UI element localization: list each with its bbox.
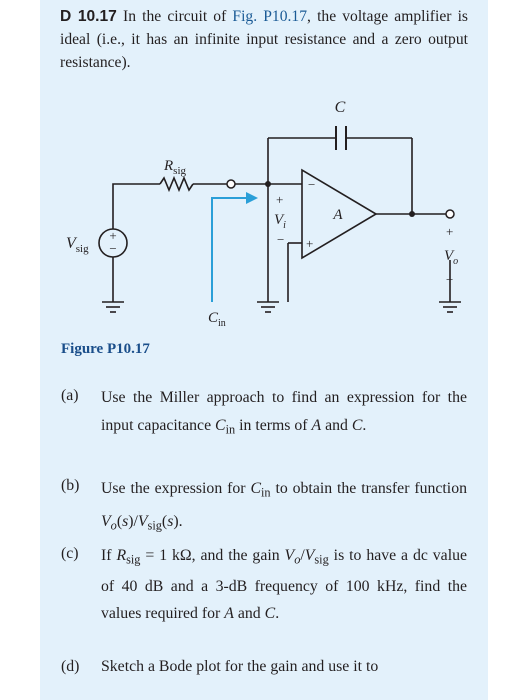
node-dot-output <box>409 211 415 217</box>
part-c-text: If Rsig = 1 kΩ, and the gain Vo/Vsig is … <box>101 547 467 623</box>
vo-plus-label: + <box>446 224 453 239</box>
part-c-label: (c) <box>61 545 79 562</box>
vi-plus-label: + <box>276 192 283 207</box>
problem-text-1: In the circuit of <box>116 8 233 25</box>
cin-label: Cin <box>208 310 226 329</box>
ground-symbol-output <box>439 301 461 313</box>
cin-arrow <box>211 197 254 302</box>
vi-minus-label: − <box>277 232 284 247</box>
source-label: Vsig <box>66 235 89 255</box>
part-b: (b) Use the expression for Cin to obtain… <box>61 474 469 534</box>
vo-label: Vo <box>444 248 458 267</box>
resistor-label: Rsig <box>163 158 187 177</box>
part-a-text: Use the Miller approach to find an expre… <box>101 389 467 437</box>
source-plus-label: + <box>109 228 116 243</box>
amp-gain-label: A <box>332 207 343 223</box>
part-a: (a) Use the Miller approach to find an e… <box>61 384 469 464</box>
figure-caption: Figure P10.17 <box>61 341 150 357</box>
source-minus-label: − <box>109 241 116 256</box>
part-d-label: (d) <box>61 658 80 675</box>
ground-symbol-source <box>102 301 124 313</box>
output-terminal <box>445 209 455 219</box>
amp-minus-label: − <box>308 177 315 192</box>
input-terminal <box>226 179 236 189</box>
cin-arrowhead <box>246 192 258 204</box>
amplifier-triangle <box>301 168 378 260</box>
circuit-diagram: C Rsig Vsig + − + Vi − A − + + Vo − Cin <box>66 99 461 329</box>
node-dot-input <box>265 181 271 187</box>
part-d: (d) Sketch a Bode plot for the gain and … <box>61 655 469 685</box>
vi-label: Vi <box>274 212 286 231</box>
wire-source-top <box>112 183 160 229</box>
problem-statement: D 10.17 In the circuit of Fig. P10.17, t… <box>60 5 468 74</box>
capacitor-label: C <box>335 99 346 116</box>
vo-minus-label: − <box>446 272 453 287</box>
problem-number: D 10.17 <box>60 8 117 25</box>
ground-symbol-input <box>257 301 279 313</box>
part-d-text: Sketch a Bode plot for the gain and use … <box>101 658 379 675</box>
part-a-label: (a) <box>61 387 79 404</box>
part-b-label: (b) <box>61 477 80 494</box>
part-b-text: Use the expression for Cin to obtain the… <box>101 480 467 533</box>
resistor-rsig <box>159 175 194 193</box>
figure-reference-link[interactable]: Fig. P10.17 <box>232 8 308 25</box>
problem-panel <box>40 0 488 700</box>
amp-plus-label: + <box>306 236 313 251</box>
problem-text-2: , the voltage amplifier is ideal (i.e., … <box>60 8 468 71</box>
part-c: (c) If Rsig = 1 kΩ, and the gain Vo/Vsig… <box>61 542 469 652</box>
